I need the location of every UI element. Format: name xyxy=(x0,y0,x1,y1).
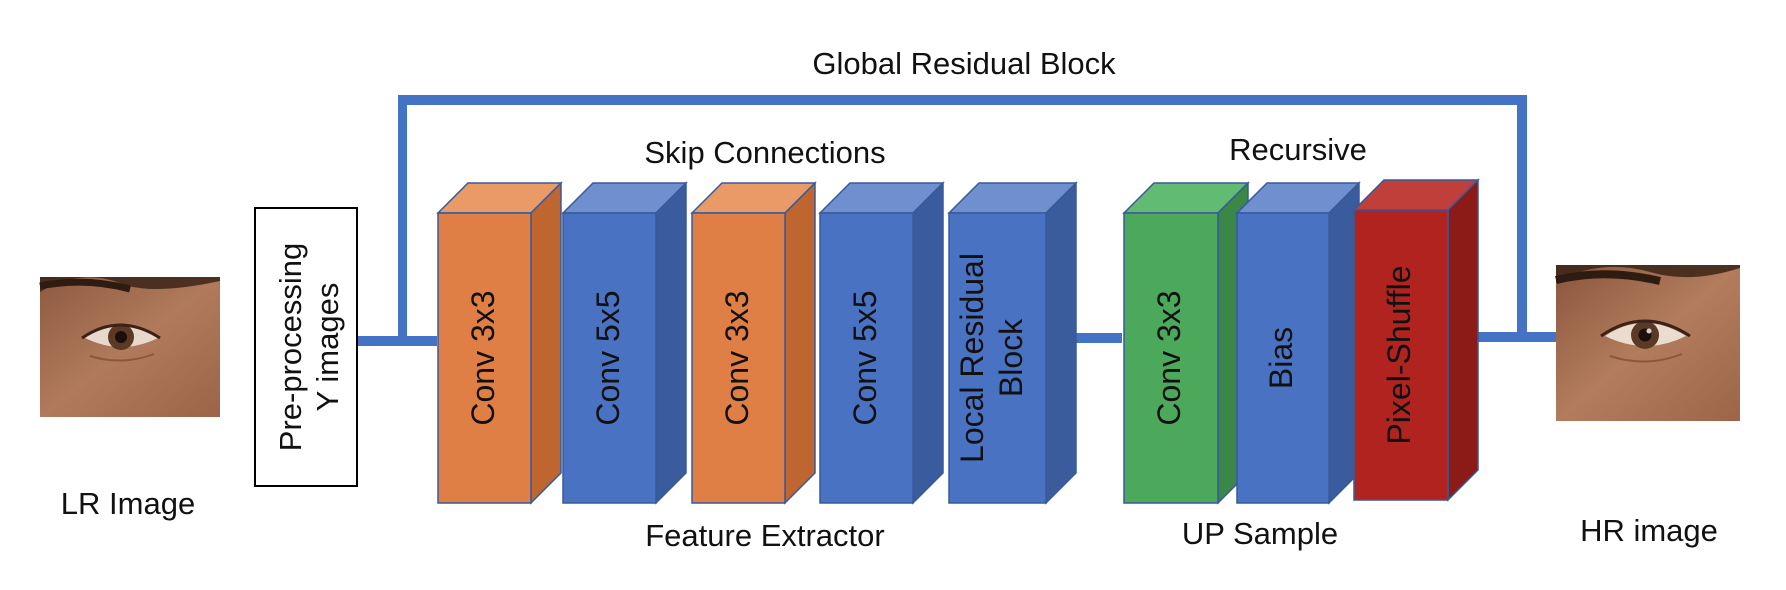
block-label: Pixel-Shuffle xyxy=(1381,265,1417,444)
block-label: Conv 3x3 xyxy=(1151,290,1187,425)
block-label: Conv 5x5 xyxy=(847,290,883,425)
lr-image-label: LR Image xyxy=(61,486,195,521)
block-conv-3x3-2: Conv 3x3 xyxy=(690,181,817,505)
block-pixel-shuffle: Pixel-Shuffle xyxy=(1352,178,1480,502)
hr-image-label: HR image xyxy=(1580,513,1718,548)
block-upsample-conv-3x3: Conv 3x3 xyxy=(1122,181,1250,505)
block-bias: Bias xyxy=(1235,181,1361,505)
recursive-label: Recursive xyxy=(1229,132,1367,167)
block-label-line2: Block xyxy=(993,318,1029,397)
global-residual-right-riser xyxy=(1517,95,1527,340)
block-label: Conv 3x3 xyxy=(465,290,501,425)
block-label-line1: Local Residual xyxy=(954,253,990,463)
up-sample-label: UP Sample xyxy=(1182,516,1338,551)
input-connector xyxy=(357,336,437,346)
connectors xyxy=(357,95,1562,346)
block-local-residual: Local Residual Block xyxy=(947,181,1078,505)
preprocessing-box: Pre-processing Y images xyxy=(254,207,358,487)
global-residual-left-riser xyxy=(398,95,407,340)
block-conv-5x5-1: Conv 5x5 xyxy=(561,181,688,505)
block-label: Conv 3x3 xyxy=(719,290,755,425)
hr-face-image xyxy=(1555,265,1740,421)
block-label: Conv 5x5 xyxy=(590,290,626,425)
preprocessing-label-line1: Pre-processing xyxy=(273,243,308,451)
block-label: Bias xyxy=(1263,327,1299,389)
feature-extractor-label: Feature Extractor xyxy=(645,518,884,553)
global-residual-top-bar xyxy=(398,95,1527,105)
skip-connections-label: Skip Connections xyxy=(644,135,885,170)
preprocessing-label-line2: Y images xyxy=(310,283,345,412)
local-block-connector xyxy=(1076,333,1122,343)
block-conv-5x5-2: Conv 5x5 xyxy=(818,181,945,505)
lr-face-image xyxy=(39,277,220,417)
block-conv-3x3-1: Conv 3x3 xyxy=(436,181,563,505)
output-connector xyxy=(1478,332,1562,342)
global-residual-label: Global Residual Block xyxy=(812,46,1116,81)
